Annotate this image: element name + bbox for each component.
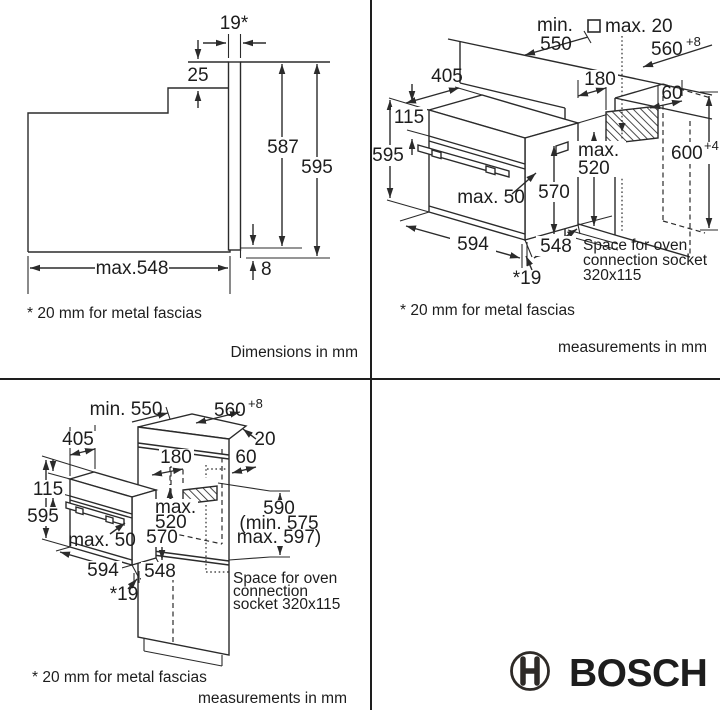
dim-socket-side: 60 — [235, 447, 256, 468]
dimension-lines — [27, 34, 330, 294]
dim-fascia-width: 19* — [220, 13, 249, 34]
dim-niche-width: 560 — [651, 39, 683, 60]
caption: measurements in mm — [558, 339, 707, 356]
dimension-labels: min. 550 560 +8 20 405 180 60 115 595 ma… — [25, 396, 347, 707]
dim-oven-depth: 548 — [144, 561, 176, 582]
dimension-labels: 19* 25 587 595 8 max.548 * 20 mm for met… — [27, 13, 358, 361]
socket-note-line2: connection — [233, 583, 308, 600]
dim-panel-depth: 405 — [431, 66, 463, 87]
caption: measurements in mm — [198, 690, 347, 707]
dim-front-height: 587 — [267, 137, 299, 158]
dimension-lines — [386, 19, 718, 271]
dim-socket-offset: 180 — [160, 447, 192, 468]
dim-socket-side: 60 — [661, 83, 682, 104]
vertical-divider — [370, 0, 372, 710]
dim-niche-width: 560 — [214, 400, 246, 421]
dim-niche-width-tol: +8 — [686, 34, 701, 49]
socket-space-hatch — [605, 105, 659, 145]
oven-side-outline — [27, 61, 330, 253]
dim-min-word: min. — [537, 15, 573, 36]
dim-niche-pos-max: max. 597) — [237, 527, 321, 548]
dim-niche-height: 600 — [671, 143, 703, 164]
caption: Dimensions in mm — [231, 344, 358, 361]
dim-oven-height: 595 — [372, 145, 404, 166]
dim-oven-depth: 548 — [540, 236, 572, 257]
dim-rear-gap: max. 20 — [605, 16, 673, 37]
dim-step: 25 — [187, 65, 208, 86]
dim-handle-depth: max. 50 — [457, 187, 525, 208]
footnote: * 20 mm for metal fascias — [400, 302, 575, 319]
tall-unit-installation-drawing: min. 550 560 +8 20 405 180 60 115 595 ma… — [25, 396, 347, 707]
horizontal-divider — [0, 378, 720, 380]
dim-niche-width-tol: +8 — [248, 396, 263, 411]
socket-note-line1: Space for oven — [233, 570, 337, 587]
dim-niche-pos-min: (min. 575 — [239, 513, 318, 534]
dim-socket-offset: 180 — [584, 69, 616, 90]
dim-min-depth: min. 550 — [90, 399, 163, 420]
socket-note-line3: 320x115 — [583, 267, 641, 284]
dim-door-height: 570 — [538, 182, 570, 203]
dim-handle-depth: max. 50 — [68, 530, 136, 551]
footnote: * 20 mm for metal fascias — [27, 305, 202, 322]
fascia-panel — [227, 61, 242, 251]
dim-panel-band: 115 — [33, 479, 63, 500]
dim-min-val: 550 — [540, 34, 572, 55]
niche-installation-drawing: min. 550 max. 20 560 +8 405 180 60 115 5… — [367, 15, 719, 356]
cabinet-niche — [447, 36, 713, 258]
dim-panel-band: 115 — [394, 107, 424, 128]
dim-total-height: 595 — [301, 157, 333, 178]
dim-panel-depth: 405 — [62, 429, 94, 450]
dim-max-word: max. — [155, 497, 196, 518]
socket-note-line1: Space for oven — [583, 237, 687, 254]
dimension-labels: min. 550 max. 20 560 +8 405 180 60 115 5… — [367, 15, 719, 356]
dim-oven-height: 595 — [27, 506, 59, 527]
oven-isometric — [65, 471, 159, 566]
dim-niche-height-tol: +4 — [704, 138, 719, 153]
socket-note-line2: connection socket — [583, 252, 708, 269]
brand-area: BOSCH — [510, 651, 708, 695]
dim-max-word: max. — [578, 140, 619, 161]
dim-fascia: *19 — [110, 584, 139, 605]
side-profile-drawing: 19* 25 587 595 8 max.548 * 20 mm for met… — [27, 13, 358, 361]
socket-note-line3: socket 320x115 — [233, 596, 340, 613]
square-symbol — [587, 19, 601, 33]
dim-base-gap: 8 — [261, 259, 272, 280]
dim-oven-width: 594 — [87, 560, 119, 581]
dim-niche-pos: 590 — [263, 498, 295, 519]
dim-fascia: *19 — [513, 268, 542, 289]
bosch-emblem-icon — [510, 651, 550, 691]
dim-wall-gap: 20 — [254, 429, 275, 450]
socket-drop-arrow — [618, 123, 626, 132]
dim-max-val: 520 — [155, 512, 187, 533]
dim-oven-width: 594 — [457, 234, 489, 255]
footnote: * 20 mm for metal fascias — [32, 669, 207, 686]
dim-door-height: 570 — [146, 527, 178, 548]
dim-depth: max.548 — [96, 258, 169, 279]
bosch-wordmark: BOSCH — [569, 652, 707, 695]
dim-max-val: 520 — [578, 158, 610, 179]
